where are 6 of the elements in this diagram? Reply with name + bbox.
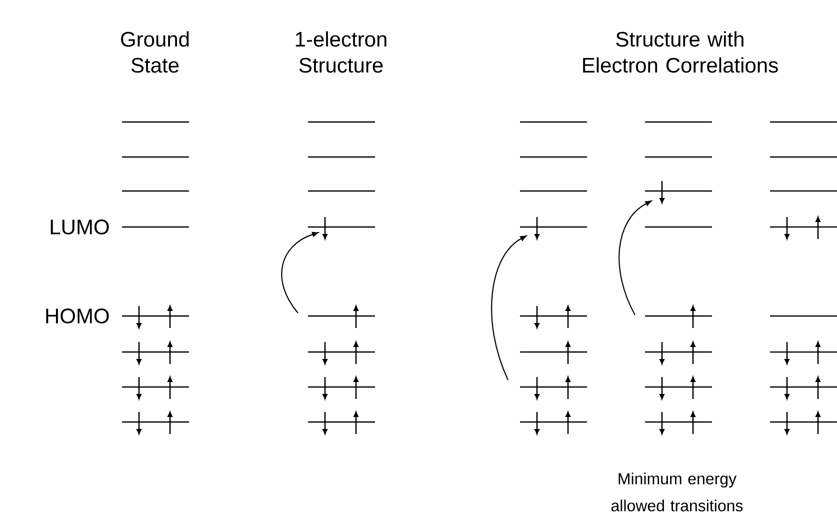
column-heading: 1-electron Structure bbox=[296, 31, 386, 73]
level-label: HOMO bbox=[46, 308, 109, 324]
level-label: LUMO bbox=[50, 220, 109, 234]
caption-text: Minimum energy allowed transitions bbox=[611, 472, 743, 512]
column-heading: Ground State bbox=[121, 31, 189, 73]
column-heading: Structure with Electron Correlations bbox=[583, 31, 778, 73]
